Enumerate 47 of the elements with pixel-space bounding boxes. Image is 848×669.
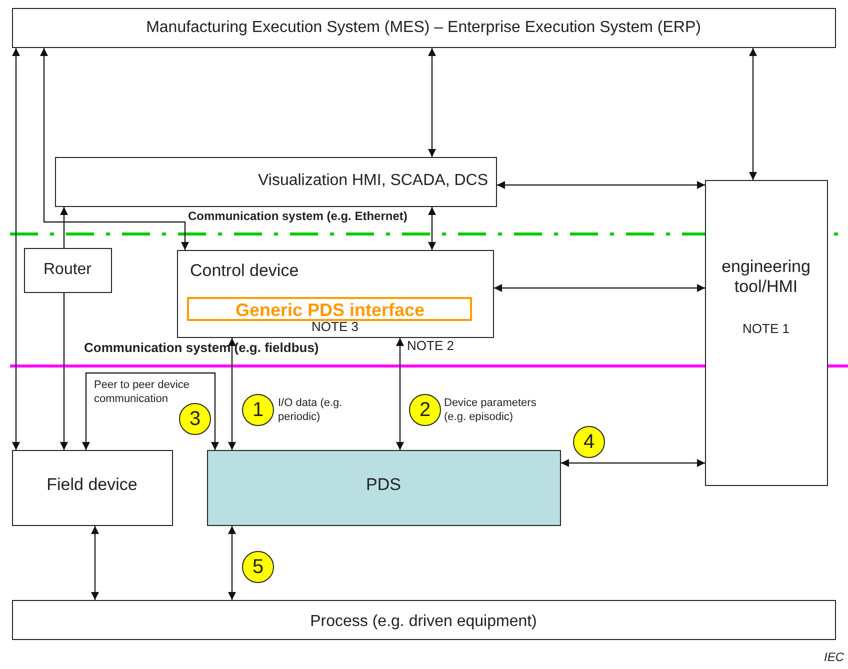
interface-box [187, 297, 472, 321]
box-title: Router [42, 261, 93, 279]
box-title: Generic PDS interface [234, 300, 426, 321]
note-text: NOTE 3 [310, 319, 360, 334]
arrow [40, 48, 189, 250]
arrow [60, 207, 68, 248]
system-box [705, 180, 828, 486]
arrow [494, 284, 705, 292]
arrow [428, 207, 436, 250]
system-box [24, 248, 112, 293]
bus-label: Communication system (e.g. Ethernet) [188, 209, 408, 223]
system-box [55, 157, 497, 207]
number-circle: 3 [179, 403, 211, 435]
arrow [60, 293, 68, 450]
box-title: Manufacturing Execution System (MES) – Enterprise Execution System (ERP) [145, 19, 702, 37]
box-title: engineering tool/HMI [720, 257, 812, 297]
annotation-text: Peer to peer device communication [94, 378, 190, 406]
pds-box [207, 450, 561, 526]
system-box [12, 8, 836, 48]
note-text: NOTE 2 [407, 338, 454, 353]
note-text: NOTE 1 [742, 321, 790, 336]
arrow [82, 372, 219, 450]
annotation-text: Device parameters (e.g. episodic) [444, 396, 538, 424]
arrow [428, 48, 436, 157]
source-label: IEC [824, 650, 844, 664]
number-circle: 2 [409, 394, 441, 426]
box-title: Visualization HMI, SCADA, DCS [258, 172, 488, 190]
box-title: Process (e.g. driven equipment) [309, 613, 538, 631]
arrow [749, 48, 757, 180]
system-box [12, 600, 836, 640]
number-circle: 5 [242, 551, 274, 583]
box-title: PDS [365, 475, 402, 495]
bus-label: Communication system (e.g. fieldbus) [84, 340, 319, 355]
arrow [497, 181, 705, 189]
arrow [12, 48, 20, 450]
arrow [228, 526, 236, 600]
system-box [12, 450, 173, 526]
annotation-text: I/O data (e.g. periodic) [278, 396, 344, 424]
arrow [396, 338, 404, 450]
number-circle: 4 [573, 426, 605, 458]
arrow [561, 459, 705, 467]
arrow [228, 338, 236, 450]
box-title: Field device [46, 475, 138, 495]
system-box [177, 250, 494, 338]
arrow [91, 526, 99, 600]
box-title: Control device [190, 261, 299, 281]
number-circle: 1 [242, 394, 274, 426]
